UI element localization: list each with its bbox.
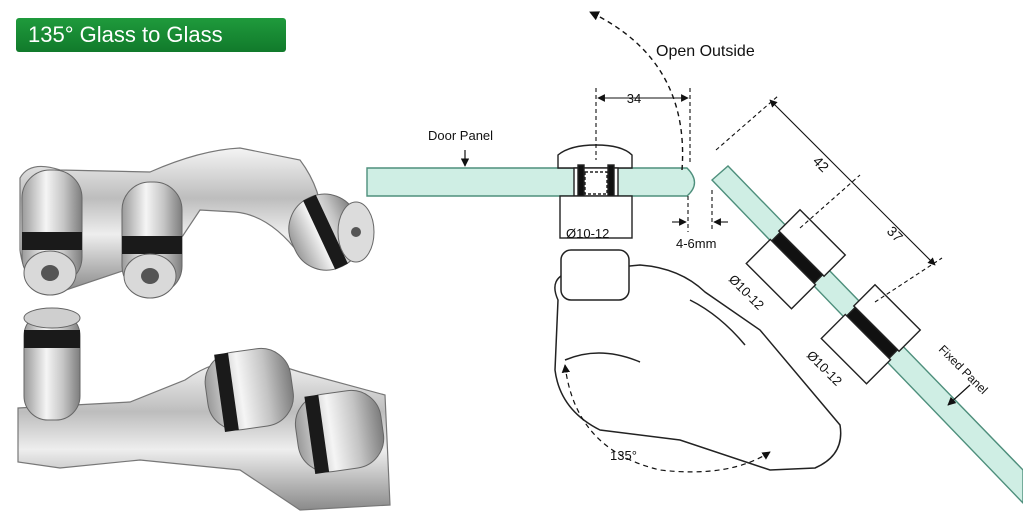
door-panel-label: Door Panel <box>428 128 493 143</box>
hinge-photo-top <box>19 147 375 299</box>
dimension-42-37 <box>715 95 943 303</box>
hinge-photo-bottom <box>17 307 391 511</box>
angle-label: 135° <box>610 448 637 463</box>
diameter-top-label: Ø10-12 <box>566 226 609 241</box>
dimension-34 <box>595 88 691 165</box>
door-panel-glass <box>366 167 696 197</box>
dim-34-label: 34 <box>627 91 641 106</box>
dim-42-label: 42 <box>810 153 832 175</box>
gap-label: 4-6mm <box>676 236 716 251</box>
open-outside-label: Open Outside <box>656 43 755 60</box>
gap-dimension <box>672 190 728 232</box>
dim-37-label: 37 <box>884 223 906 245</box>
door-clamp <box>557 144 633 239</box>
title-badge: 135° Glass to Glass <box>16 18 286 52</box>
fixed-clamp-lower <box>820 283 922 385</box>
fixed-panel-leader <box>947 384 971 406</box>
